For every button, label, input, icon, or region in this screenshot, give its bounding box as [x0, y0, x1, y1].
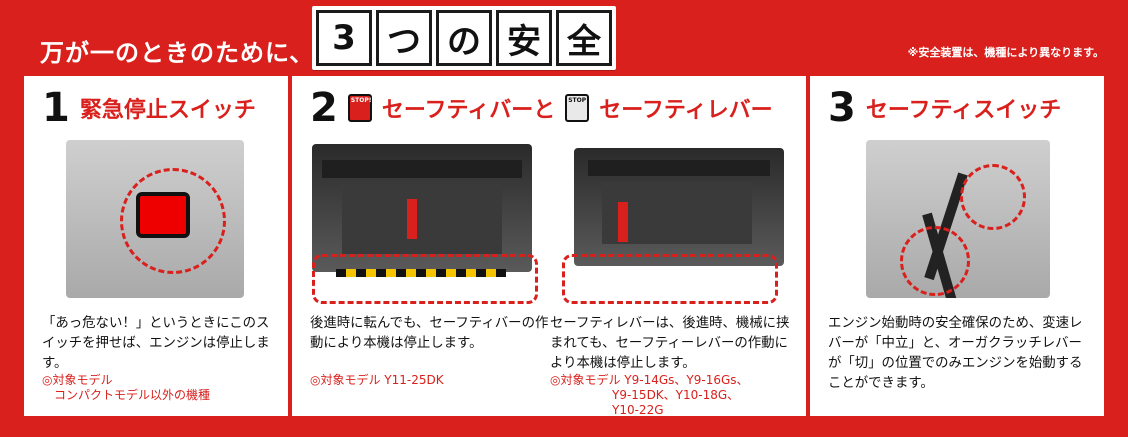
highlight-circle-1: [960, 164, 1026, 230]
section-2-right-model-line-2: Y9-15DK、Y10-18G、: [612, 388, 740, 402]
section-1: 1 緊急停止スイッチ 「あっ危ない！」というときにこのスイッチを押せば、エンジン…: [24, 76, 288, 416]
section-2-right-model-line-1: ◎対象モデル Y9-14Gs、Y9-16Gs、: [550, 373, 749, 387]
section-1-title: 1 緊急停止スイッチ: [42, 88, 256, 128]
tile-5: 全: [556, 10, 612, 66]
header-tiles: 3 つ の 安 全: [312, 6, 616, 70]
emergency-stop-photo: [66, 140, 244, 298]
section-2-number: 2: [310, 85, 338, 131]
highlight-circle-2: [900, 226, 970, 296]
section-2-title: 2 セーフティバーと セーフティレバー: [310, 88, 773, 128]
header-note: ※安全装置は、機種により異なります。: [907, 46, 1104, 59]
stop-safety-icon: [565, 94, 590, 122]
tile-3: の: [436, 10, 492, 66]
section-2-title-b: セーフティレバー: [599, 98, 773, 123]
tile-2: つ: [376, 10, 432, 66]
section-1-description: 「あっ危ない！」というときにこのスイッチを押せば、エンジンは停止します。: [42, 316, 270, 372]
stop-hand-icon: [347, 94, 372, 122]
section-2-right-model-line-3: Y10-22G: [612, 403, 664, 417]
section-3: 3 セーフティスイッチ エンジン始動時の安全確保のため、変速レバーが「中立」と、…: [810, 76, 1104, 416]
section-1-model-value: コンパクトモデル以外の機種: [54, 388, 211, 402]
highlight-circle: [120, 168, 226, 274]
safety-bar-highlight: [312, 254, 538, 304]
section-2-left-model: ◎対象モデル Y11-25DK: [310, 373, 444, 387]
section-2-right-model: ◎対象モデル Y9-14Gs、Y9-16Gs、 Y9-15DK、Y10-18G、…: [550, 373, 796, 418]
section-2-title-a: セーフティバーと: [381, 98, 556, 123]
safety-switch-photo: [866, 140, 1050, 298]
section-1-model: ◎対象モデル コンパクトモデル以外の機種: [42, 373, 274, 403]
section-2: 2 セーフティバーと セーフティレバー 後進時に転んでも、セーフティバーの作動に…: [292, 76, 806, 418]
tile-1: 3: [316, 10, 372, 66]
section-3-title: 3 セーフティスイッチ: [828, 88, 1061, 128]
safety-lever-highlight: [562, 254, 778, 304]
safety-bar-photo: [312, 144, 532, 272]
safety-bar-illustration: [336, 269, 506, 277]
safety-lever-photo: [574, 148, 784, 266]
section-2-right-description: セーフティレバーは、後進時、機械に挟まれても、セーフティーレバーの作動により本機…: [550, 316, 790, 372]
section-2-left-description: 後進時に転んでも、セーフティバーの作動により本機は停止します。: [310, 316, 549, 352]
header-text: 万が一のときのために、: [40, 39, 315, 67]
section-3-title-text: セーフティスイッチ: [865, 98, 1062, 123]
section-1-model-label: ◎対象モデル: [42, 373, 113, 387]
section-1-title-text: 緊急停止スイッチ: [79, 98, 256, 123]
tile-4: 安: [496, 10, 552, 66]
section-1-number: 1: [42, 85, 70, 131]
section-3-number: 3: [828, 85, 856, 131]
section-3-description: エンジン始動時の安全確保のため、変速レバーが「中立」と、オーガクラッチレバーが「…: [828, 316, 1083, 392]
